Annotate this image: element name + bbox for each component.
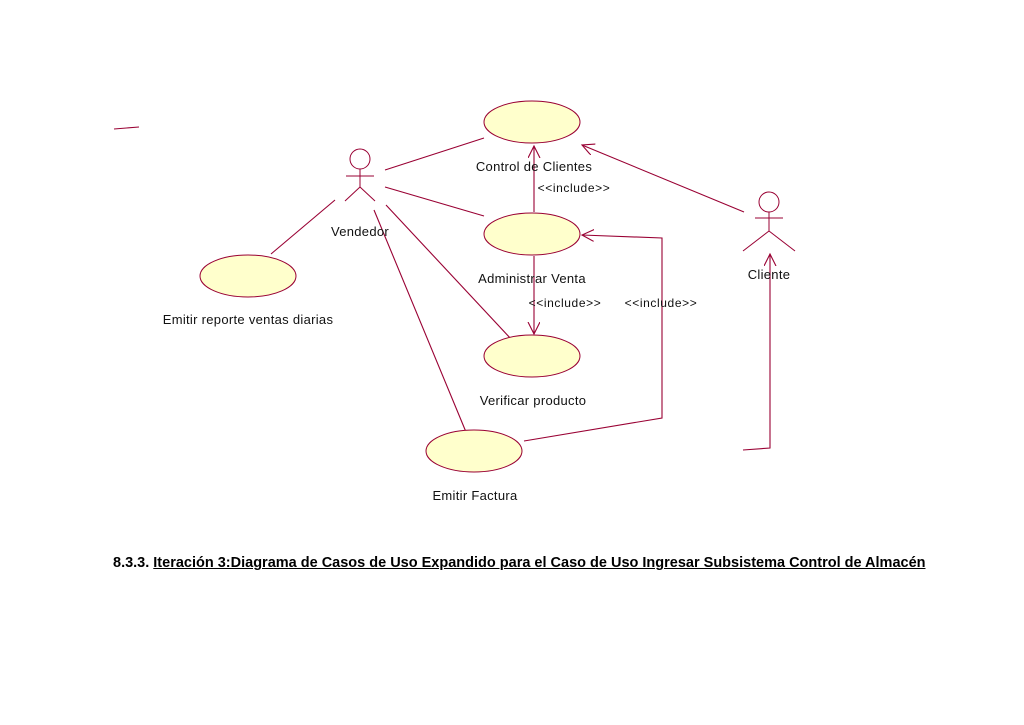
stereotype-include-factura: <<include>>	[625, 296, 698, 310]
usecase-control-clientes-label: Control de Clientes	[476, 159, 592, 174]
caption-text: Iteración 3:Diagrama de Casos de Uso Exp…	[153, 555, 926, 571]
usecase-administrar-venta[interactable]	[483, 212, 581, 256]
actor-vendedor-icon[interactable]	[344, 148, 376, 202]
usecase-emitir-reporte[interactable]	[199, 254, 297, 298]
stereotype-include-verificar: <<include>>	[529, 296, 602, 310]
assoc-vendedor-reporte	[270, 199, 336, 255]
assoc-vendedor-factura	[373, 209, 467, 433]
assoc-cliente-control	[582, 145, 745, 213]
include-arrow-factura	[523, 235, 663, 442]
usecase-control-clientes[interactable]	[483, 100, 581, 144]
figure-caption: 8.3.3.Iteración 3:Diagrama de Casos de U…	[113, 555, 926, 571]
usecase-administrar-venta-label: Administrar Venta	[478, 271, 586, 286]
assoc-cliente-bracket	[742, 254, 770, 451]
stray-mark	[113, 126, 140, 130]
usecase-verificar-producto-label: Verificar producto	[480, 393, 587, 408]
assoc-vendedor-administrar	[384, 186, 485, 217]
usecase-verificar-producto[interactable]	[483, 334, 581, 378]
caption-number: 8.3.3.	[113, 555, 150, 571]
assoc-vendedor-verificar	[385, 204, 513, 341]
actor-vendedor-label: Vendedor	[331, 224, 389, 239]
actor-cliente-label: Cliente	[748, 267, 791, 282]
usecase-emitir-reporte-label: Emitir reporte ventas diarias	[163, 312, 334, 327]
usecase-emitir-factura[interactable]	[425, 429, 523, 473]
actor-cliente-icon[interactable]	[742, 191, 796, 252]
assoc-vendedor-control	[384, 137, 485, 171]
stereotype-include-control: <<include>>	[538, 181, 611, 195]
usecase-emitir-factura-label: Emitir Factura	[432, 488, 518, 503]
